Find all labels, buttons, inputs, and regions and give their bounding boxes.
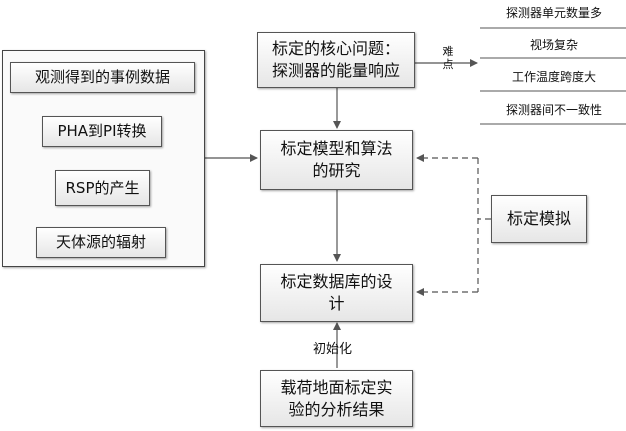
calibration-simulation-box: 标定模拟 — [491, 195, 587, 243]
step-rsp-generation: RSP的产生 — [55, 170, 150, 206]
ground-calibration-line2: 验的分析结果 — [288, 399, 385, 419]
difficulty-item: 探测器单元数量多 — [505, 6, 602, 20]
step-source-radiation: 天体源的辐射 — [36, 227, 166, 258]
difficulty-item: 探测器间不一致性 — [505, 103, 602, 117]
calibration-database-line2: 计 — [328, 294, 345, 313]
calibration-model-line1: 标定模型和算法 — [280, 139, 393, 159]
difficulty-label: 难 点 — [442, 45, 454, 71]
calibration-model-line2: 的研究 — [312, 161, 361, 180]
difficulty-item: 视场复杂 — [529, 38, 578, 52]
step-observed-event-data: 观测得到的事例数据 — [10, 62, 195, 93]
core-problem-box: 标定的核心问题： 探测器的能量响应 — [257, 32, 415, 88]
step-observed-event-data-label: 观测得到的事例数据 — [34, 68, 170, 87]
step-source-radiation-label: 天体源的辐射 — [55, 233, 146, 252]
ground-calibration-box: 载荷地面标定实 验的分析结果 — [260, 370, 413, 427]
difficulty-item: 工作温度跨度大 — [511, 70, 596, 84]
difficulty-label-char1: 难 — [442, 45, 454, 58]
calibration-database-line1: 标定数据库的设 — [280, 272, 393, 292]
calibration-database-box: 标定数据库的设 计 — [260, 264, 413, 322]
core-problem-line2: 探测器的能量响应 — [271, 61, 400, 80]
step-pha-to-pi-label: PHA到PI转换 — [57, 122, 147, 141]
initialization-label: 初始化 — [313, 342, 353, 357]
core-problem-line1: 标定的核心问题： — [271, 39, 400, 59]
calibration-model-box: 标定模型和算法 的研究 — [260, 130, 413, 190]
ground-calibration-line1: 载荷地面标定实 — [280, 377, 393, 397]
calibration-simulation-label: 标定模拟 — [506, 209, 571, 229]
difficulty-label-char2: 点 — [442, 58, 454, 71]
step-pha-to-pi: PHA到PI转换 — [42, 116, 162, 147]
step-rsp-generation-label: RSP的产生 — [65, 178, 140, 197]
